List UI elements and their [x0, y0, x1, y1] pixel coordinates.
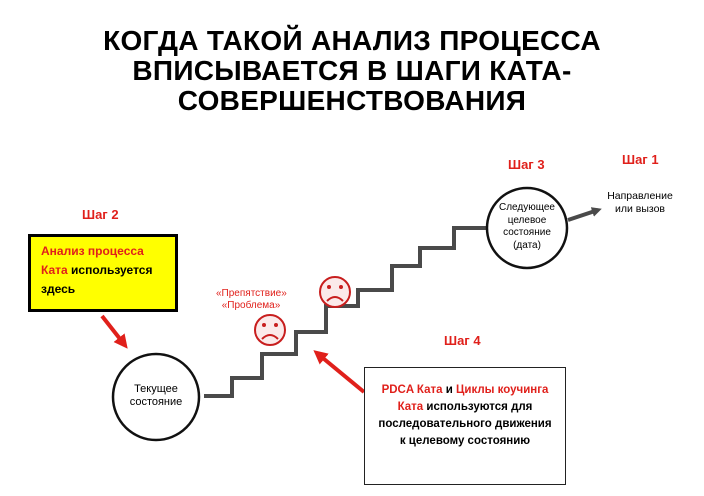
obstacle-label: «Препятствие» «Проблема»	[216, 288, 287, 312]
yellow-box-line-1: Анализ процесса	[41, 244, 144, 258]
step4-line-3: последовательного движения	[378, 418, 552, 430]
current-state-circle	[111, 352, 201, 442]
title-line-3: СОВЕРШЕНСТВОВАНИЯ	[177, 85, 527, 116]
direction-or-challenge-label: Направление или вызов	[605, 190, 675, 216]
step4-line-1-red-b: Циклы коучинга	[455, 384, 549, 396]
direction-line-2: или вызов	[614, 203, 665, 215]
sad-face-icon	[319, 276, 351, 308]
step4-description-box: PDCA Ката и Циклы коучинга Ката использу…	[364, 367, 566, 485]
next-target-state-circle	[485, 186, 569, 270]
step4-red-arrow	[313, 350, 366, 394]
title-line-1: КОГДА ТАКОЙ АНАЛИЗ ПРОЦЕССА	[103, 25, 601, 56]
step-2-label: Шаг 2	[82, 207, 119, 222]
step4-line-2-red: Ката	[397, 401, 424, 413]
step4-line-1-red-a: PDCA Ката	[381, 384, 443, 396]
obstacle-line-2: «Проблема»	[221, 300, 281, 311]
page-title: КОГДА ТАКОЙ АНАЛИЗ ПРОЦЕССА ВПИСЫВАЕТСЯ …	[0, 26, 704, 116]
current-state-line-1: Текущее	[134, 383, 178, 395]
next-state-line-4: (дата)	[513, 239, 541, 251]
next-state-line-1: Следующее	[499, 202, 555, 213]
step2-red-arrow	[100, 314, 128, 349]
direction-arrow	[567, 207, 602, 222]
direction-line-1: Направление	[607, 190, 673, 202]
step4-line-4: к целевому состоянию	[399, 435, 531, 447]
step-1-label: Шаг 1	[622, 152, 659, 167]
obstacle-line-1: «Препятствие»	[216, 288, 287, 299]
yellow-box-line-2-red: Ката	[41, 263, 68, 277]
title-line-2: ВПИСЫВАЕТСЯ В ШАГИ КАТА-	[132, 55, 572, 86]
next-state-line-3: состояние	[503, 227, 551, 238]
sad-face-icon	[254, 314, 286, 346]
yellow-box-line-3: здесь	[41, 282, 76, 296]
next-state-line-2: целевое	[507, 214, 547, 226]
current-state-line-2: состояние	[129, 396, 183, 408]
step-4-label: Шаг 4	[444, 333, 481, 348]
current-state-label: Текущее состояние	[116, 383, 196, 409]
step-3-label: Шаг 3	[508, 157, 545, 172]
yellow-box-line-2-black: используется	[67, 263, 153, 277]
step4-line-1-black: и	[442, 384, 456, 396]
process-analysis-box: Анализ процесса Ката используется здесь	[28, 234, 178, 312]
step4-line-2-black: используются для	[423, 401, 533, 413]
next-target-state-label: Следующее целевое состояние (дата)	[489, 202, 565, 252]
